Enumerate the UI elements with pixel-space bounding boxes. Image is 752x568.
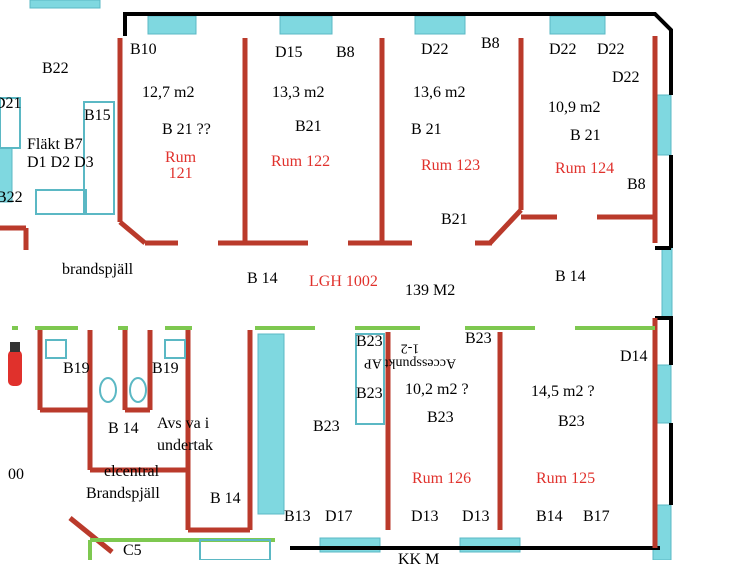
plan-label: Avs va i (157, 415, 210, 432)
room-name: Rum 121 (165, 149, 197, 182)
room-code: B 21 (411, 121, 442, 138)
plan-label: B23 (356, 385, 383, 402)
plan-label: D22 (612, 69, 640, 86)
plan-label: D1 D2 D3 (27, 154, 94, 171)
plan-label: D15 (275, 44, 303, 61)
toilet-icon (99, 377, 117, 403)
plan-label: Brandspjäll (86, 485, 160, 502)
plan-label: KK M (398, 551, 440, 568)
room-name: Rum 124 (555, 160, 615, 177)
apartment-name: LGH 1002 (309, 273, 378, 290)
window (549, 15, 606, 35)
plan-label: D17 (325, 508, 353, 525)
plan-label: B8 (336, 44, 355, 61)
partition-wall (488, 208, 523, 245)
plan-label: Fläkt B7 (27, 136, 83, 153)
window (414, 15, 466, 35)
plan-label: B15 (84, 107, 111, 124)
room-area: 13,6 m2 (413, 84, 466, 101)
room-code: B21 (295, 118, 322, 135)
room-name: Rum 123 (421, 157, 481, 174)
window (147, 15, 197, 35)
plan-label: B 14 (247, 270, 278, 287)
room-code: B 21 ?? (162, 121, 211, 138)
plan-label: D13 (462, 508, 490, 525)
plan-label: B8 (627, 176, 646, 193)
plan-label: B21 (441, 211, 468, 228)
plan-label: B23 (313, 418, 340, 435)
room-area: 10,9 m2 (548, 99, 601, 116)
fixture (199, 539, 271, 560)
partition-wall (118, 220, 147, 245)
fixture (355, 333, 385, 425)
room-area: 14,5 m2 ? (531, 383, 595, 400)
room-area: 12,7 m2 (142, 84, 195, 101)
fixture (35, 189, 87, 215)
room-name: Rum 125 (536, 470, 596, 487)
plan-label: B10 (130, 41, 157, 58)
toilet-icon (129, 377, 147, 403)
room-code: B23 (558, 413, 585, 430)
plan-label: B13 (284, 508, 311, 525)
plan-label: D22 (549, 41, 577, 58)
plan-label: 00 (8, 466, 24, 483)
plan-label: B19 (63, 360, 90, 377)
plan-label: D21 (0, 95, 22, 112)
window (29, 0, 101, 9)
plan-label: C5 (123, 542, 142, 559)
plan-label: B 14 (210, 490, 241, 507)
plan-label: D22 (421, 41, 449, 58)
plan-label: Accesspunkt AP 1-2 (363, 340, 457, 371)
plan-label: undertak (157, 437, 213, 454)
plan-label: B22 (42, 60, 69, 77)
partition-wall (68, 516, 114, 554)
fixture (164, 339, 186, 359)
plan-label: B23 (356, 333, 383, 350)
room-code: B23 (427, 409, 454, 426)
plan-label: D14 (620, 348, 648, 365)
window (279, 15, 333, 35)
plan-label: B 14 (108, 420, 139, 437)
fixture (0, 97, 21, 149)
window (661, 247, 673, 319)
plan-label: B19 (152, 360, 179, 377)
plan-label: B14 (536, 508, 563, 525)
room-name: Rum 126 (412, 470, 472, 487)
fire-extinguisher-icon (8, 342, 22, 386)
room-code: B 21 (570, 127, 601, 144)
plan-label: B17 (583, 508, 610, 525)
room-name: Rum 122 (271, 153, 331, 170)
fixture (83, 101, 115, 215)
window (257, 333, 285, 515)
outer-wall (655, 316, 673, 365)
fixture (45, 339, 67, 359)
plan-label: B8 (481, 35, 500, 52)
plan-label: D13 (411, 508, 439, 525)
plan-label: D22 (597, 41, 625, 58)
outer-wall (123, 12, 673, 95)
room-area: 13,3 m2 (272, 84, 325, 101)
apartment-area: 139 M2 (405, 282, 456, 299)
plan-label: elcentral (104, 463, 160, 480)
plan-label: B22 (0, 189, 23, 206)
room-area: 10,2 m2 ? (405, 381, 469, 398)
plan-label: B 14 (555, 268, 586, 285)
plan-label: brandspjäll (62, 261, 134, 278)
plan-label: B23 (465, 330, 492, 347)
